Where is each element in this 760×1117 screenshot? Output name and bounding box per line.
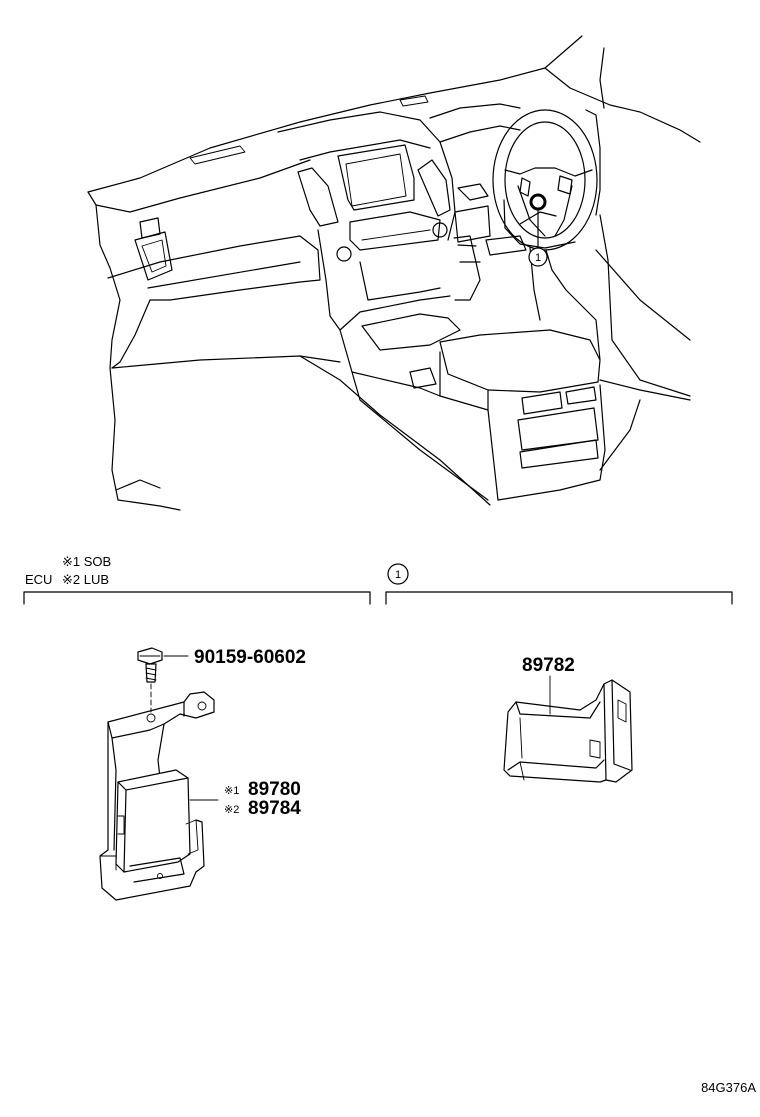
ecu-variant-note-1: ※1 SOB: [62, 554, 111, 569]
ecu-unit-icon: [99, 691, 219, 901]
ecu-mark-2: ※2: [224, 804, 239, 816]
ecu-part-number-1: 89780: [248, 779, 301, 800]
sensor-icon: [503, 679, 633, 783]
section-1-callout-circle: [387, 563, 409, 585]
ecu-variant-note-2: ※2 LUB: [62, 572, 109, 587]
ecu-label: ECU: [25, 572, 52, 587]
section-1-callout-number: 1: [395, 569, 401, 581]
section-1-bracket: [385, 591, 733, 605]
section-1-header: 1: [385, 563, 733, 605]
ecu-section-header: ※1 SOB ECU ※2 LUB: [23, 554, 371, 605]
location-callout-number: 1: [535, 252, 541, 264]
dashboard-illustration: 1: [87, 35, 701, 511]
figure-code: 84G376A: [701, 1080, 756, 1095]
bolt-icon: [137, 647, 189, 713]
location-marker: [529, 193, 547, 211]
ecu-part-number-2: 89784: [248, 798, 301, 819]
location-callout-circle: [528, 247, 548, 267]
ecu-mark-1: ※1: [224, 785, 239, 797]
ecu-section-bracket: [23, 591, 371, 605]
bolt-part-number: 90159-60602: [194, 647, 306, 668]
sensor-part-number: 89782: [522, 655, 575, 676]
